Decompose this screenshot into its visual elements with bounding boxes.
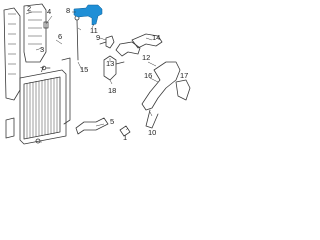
parts-diagram: 2 4 3 6 7 8 11 15 9 13 18 14 12 16 17 5 …: [0, 0, 200, 147]
callout-11: 11: [90, 26, 98, 35]
callout-17: 17: [180, 71, 188, 80]
callout-labels: 2 4 3 6 7 8 11 15 9 13 18 14 12 16 17 5 …: [27, 4, 188, 142]
part-side-bracket: [61, 57, 71, 125]
callout-1: 1: [123, 133, 127, 142]
part-radiator: [19, 69, 67, 145]
diagram-svg: 2 4 3 6 7 8 11 15 9 13 18 14 12 16 17 5 …: [3, 3, 191, 145]
part-hose-mid: [99, 35, 141, 57]
part-shroud: [23, 3, 47, 63]
part-hose-lower-left: [103, 55, 125, 81]
callout-3: 3: [40, 45, 44, 54]
callout-15: 15: [80, 65, 88, 74]
callout-7: 7: [40, 65, 44, 74]
part-bolt: [41, 65, 51, 71]
callout-9: 9: [96, 33, 100, 42]
part-rod: [74, 15, 80, 61]
callout-2: 2: [27, 4, 31, 13]
callout-6: 6: [58, 32, 62, 41]
callout-5: 5: [110, 117, 114, 126]
part-upper-hose-highlighted: [73, 4, 103, 26]
leader-lines: [25, 11, 159, 143]
callout-18: 18: [108, 86, 116, 95]
callout-8: 8: [66, 6, 70, 15]
callout-10: 10: [148, 128, 156, 137]
callout-4: 4: [47, 7, 51, 16]
part-bottom-hose: [75, 117, 109, 135]
callout-13: 13: [106, 59, 114, 68]
part-lower-hose: [141, 61, 191, 129]
part-bracket-left: [3, 7, 21, 139]
part-hose-upper-right: [131, 33, 163, 49]
callout-14: 14: [152, 33, 160, 42]
callout-16: 16: [144, 71, 152, 80]
part-clip: [43, 21, 49, 29]
part-fitting: [119, 125, 131, 137]
callout-12: 12: [142, 53, 150, 62]
